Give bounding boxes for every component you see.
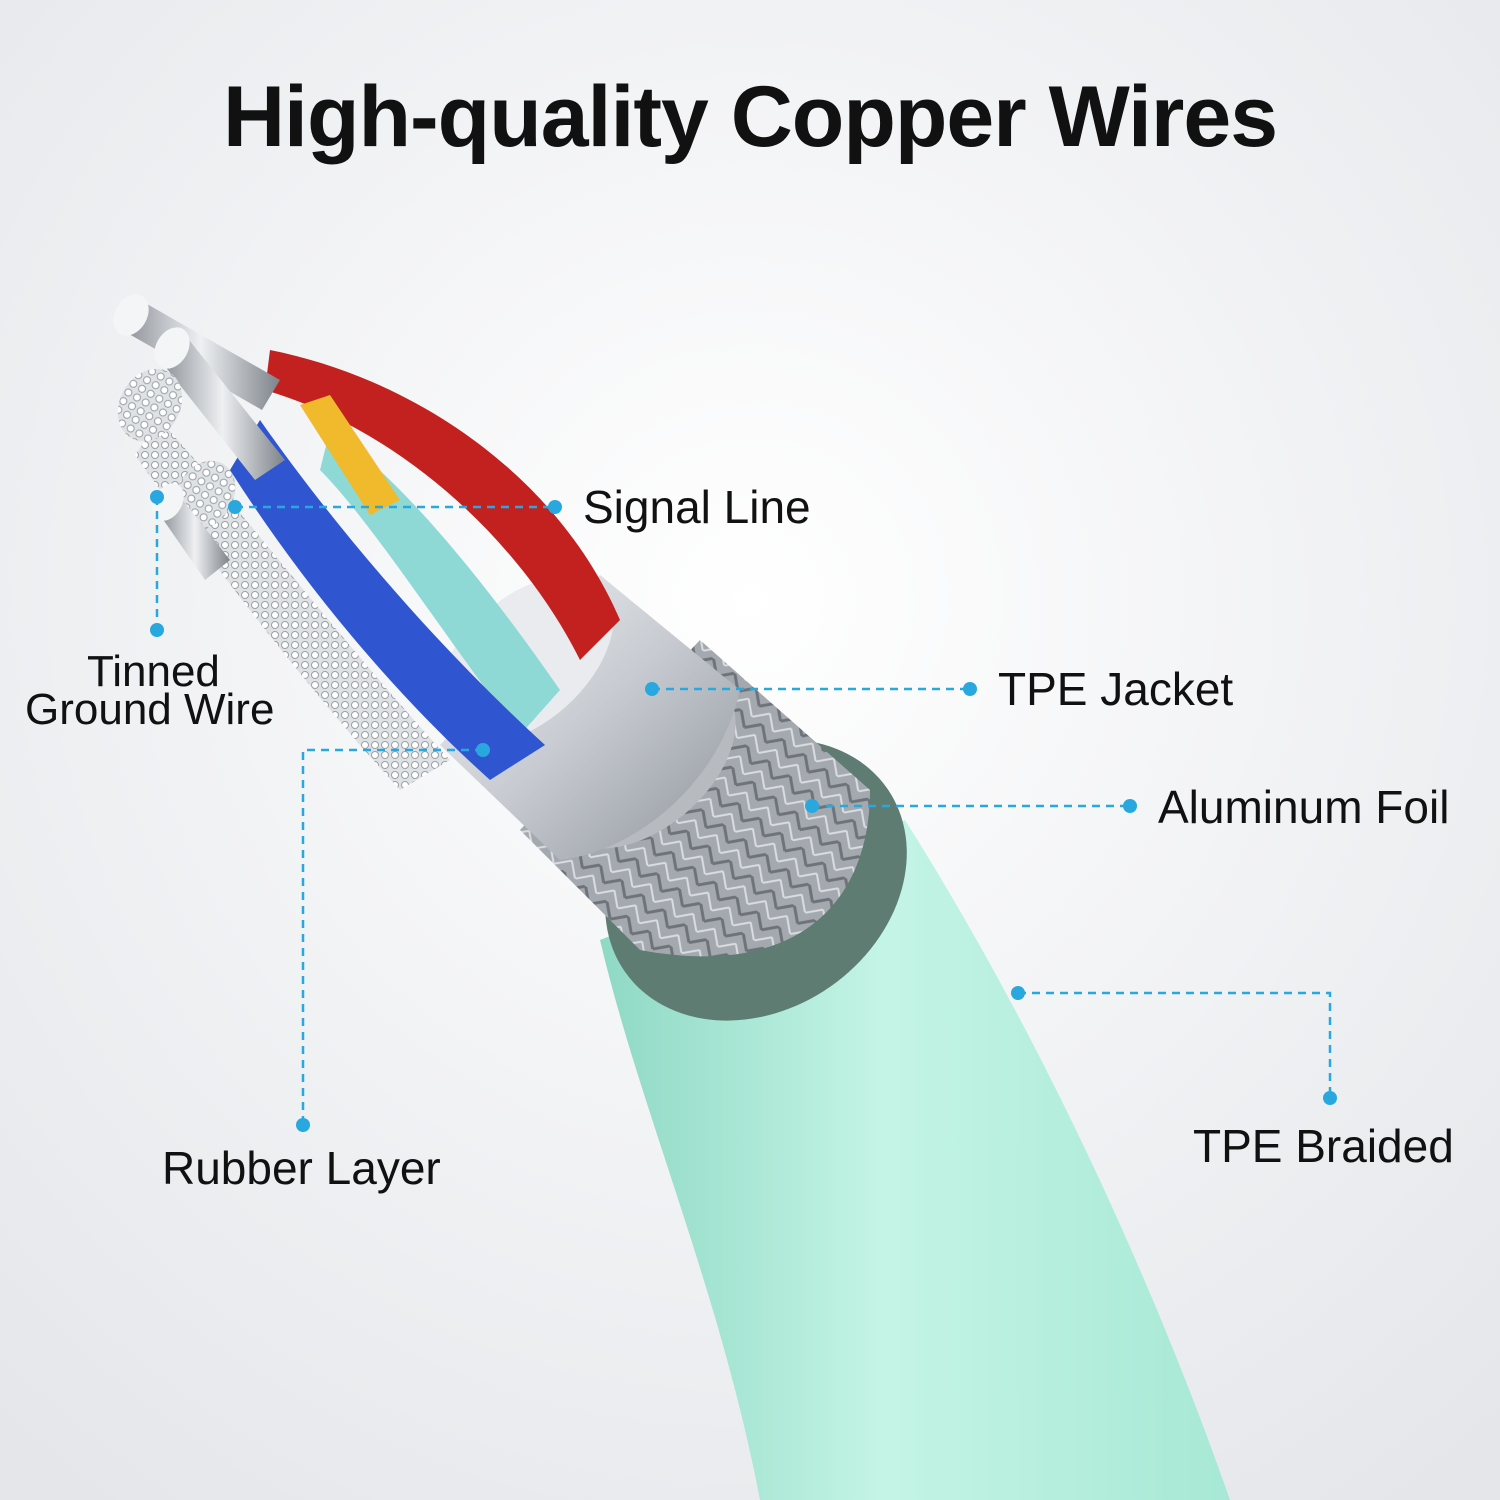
label-aluminum-foil: Aluminum Foil — [1158, 781, 1450, 833]
leader-lines — [155, 497, 1332, 1125]
label-tpe-braided: TPE Braided — [1193, 1120, 1454, 1172]
yellow-signal-wire — [300, 395, 400, 515]
aluminum-foil-sleeve — [440, 575, 740, 860]
leader-dots — [150, 490, 1337, 1132]
label-signal-line: Signal Line — [583, 481, 811, 533]
leader-rubber-layer — [301, 748, 483, 1125]
red-signal-wire — [265, 350, 620, 660]
label-ground-wire: Ground Wire — [25, 685, 275, 734]
label-tinned: Tinned — [87, 647, 220, 696]
strand-bundle-end-1 — [117, 368, 183, 442]
label-rubber-layer: Rubber Layer — [162, 1142, 441, 1194]
page-title: High-quality Copper Wires — [222, 69, 1278, 165]
conductor-tip-2 — [160, 335, 285, 480]
leader-tpe-braided — [1018, 991, 1332, 1098]
blue-signal-wire — [230, 420, 545, 780]
label-tpe-jacket: TPE Jacket — [998, 663, 1234, 715]
